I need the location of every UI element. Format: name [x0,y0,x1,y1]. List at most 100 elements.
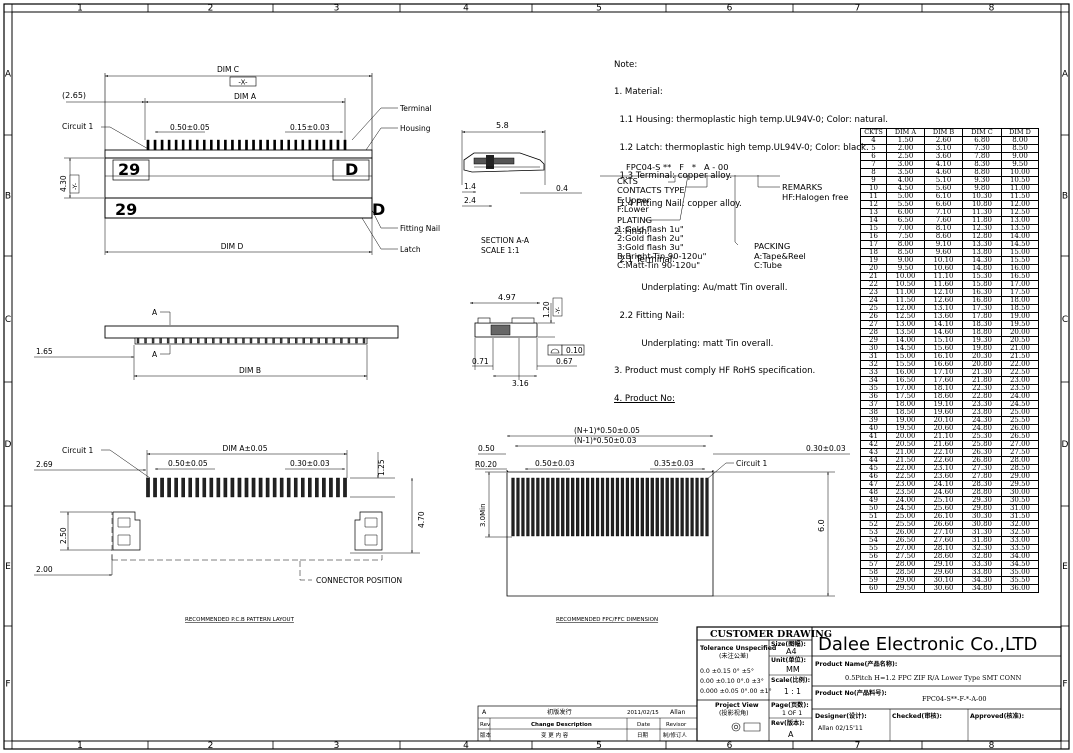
top-terminal-pin [295,337,298,344]
housing-label: Housing [400,124,431,133]
front-terminal-pin [146,139,150,151]
tol-row2: 0.00 ±0.10 0°.0 ±3° [700,677,764,685]
pcb-pad [223,477,228,498]
border-row-right: B [1062,192,1068,202]
size-label: Size(图幅): [771,640,806,648]
front-terminal-pin [322,139,326,151]
section-d2: 2.4 [464,196,476,205]
pcb-pad [230,477,235,498]
front-terminal-pin [202,139,206,151]
top-terminal-pin [181,337,185,344]
dim-table-cell: 30.60 [924,584,963,593]
border-row-left: D [5,440,12,450]
front-view: DIM C -X- (2.65) DIM A 0.50±0.05 0.15±0.… [59,65,440,255]
front-terminal-pin [343,139,347,151]
top-terminal-pin [151,337,155,344]
pcb-pad [216,477,221,498]
top-terminal-pin [272,337,275,344]
tol-title: Tolerance Unspecified [700,645,776,652]
unit-value: MM [786,665,800,674]
circuit-count-bottom: 29 [115,200,137,219]
border-row-right: D [1062,440,1069,450]
section-d1: 1.4 [464,182,476,191]
front-terminal-pin [167,139,171,151]
note-line: 1. Material: [614,87,663,98]
tol-cn: (未注公差) [719,652,749,660]
tol-row1: 0.0 ±0.15 0° ±5° [700,667,754,675]
pc-hf: HF:Halogen free [782,192,849,202]
top-terminal-pin [362,337,366,344]
front-terminal-pin [231,139,234,151]
pcb-pad [237,477,242,498]
h-date-cn: 日期 [637,732,649,739]
front-terminal-pin [266,139,269,151]
d-mark-bottom: D [372,200,385,219]
note-line: Underplating: Au/matt Tin overall. [614,282,788,293]
front-terminal-pin [224,139,227,151]
part-code-leaders [600,174,780,246]
fpc-finger [595,477,600,537]
note-line: 3. Product must comply HF RoHS specifica… [614,366,816,377]
fpc-finger [650,477,654,537]
rev-desc: 初版发行 [547,708,572,716]
section-view: 5.8 1.4 2.4 0.4 SECTION A-A SCALE 1:1 [461,121,582,255]
top-terminal-pin [197,337,200,344]
top-terminal-pin [204,337,208,344]
designer-value: Allan 02/15'11 [818,725,863,732]
pcb-pad [181,477,185,498]
pc-contacts: CONTACTS TYPE [617,185,685,195]
fpc-finger [675,477,679,537]
top-terminal-pin [264,337,268,344]
fpc-finger [526,477,530,537]
border-row-right: F [1062,680,1067,690]
top-terminal-pin [136,337,140,344]
front-terminal-pin [294,139,298,151]
dim-table-cell: 60 [860,584,887,593]
border-col-top: 1 [77,4,83,14]
border-row-right: A [1062,70,1069,80]
pcb-pad [336,477,340,498]
connector-position: CONNECTOR POSITION [316,576,402,585]
fpc-finger [615,477,620,537]
section-scale: SCALE 1:1 [481,246,520,255]
fitting-nail-label: Fitting Nail [400,224,440,233]
top-terminal-pin [340,337,343,344]
note-line: Underplating: matt Tin overall. [614,338,774,349]
section-width: 5.8 [496,121,509,130]
front-terminal-pin [188,139,192,151]
pc-packing: PACKING [754,241,791,251]
border-col-bottom: 4 [463,741,469,751]
fpc-finger [571,477,575,537]
pc-plating: PLATING [617,215,652,225]
pcb-dim-a: DIM A±0.05 [223,444,268,453]
top-terminal-pin [302,337,305,344]
fpc-radius: R0.20 [475,460,497,469]
pcb-pad [244,477,249,498]
border-col-bottom: 2 [208,741,214,751]
pcb-pad [195,477,200,498]
fpc-finger [625,477,630,537]
pc-pc: C:Matt-Tin 90-120u" [617,260,701,270]
title-block-text: CUSTOMER DRAWING Tolerance Unspecified (… [480,629,1037,739]
fpc-width: 0.35±0.03 [654,459,694,468]
dim-a-label: DIM A [234,92,257,101]
note-line: 2.2 Fitting Nail: [614,310,685,321]
front-terminal-pin [280,139,283,151]
fpc-finger [630,477,634,537]
dim-d-label: DIM D [221,242,244,251]
front-terminal-pin [315,139,319,151]
h-change: Change Description [531,722,592,728]
front-terminal-pin [252,139,255,151]
border-row-left: F [5,680,10,690]
fpc-finger [670,477,674,537]
fpc-min: 3.0Min [479,503,487,527]
